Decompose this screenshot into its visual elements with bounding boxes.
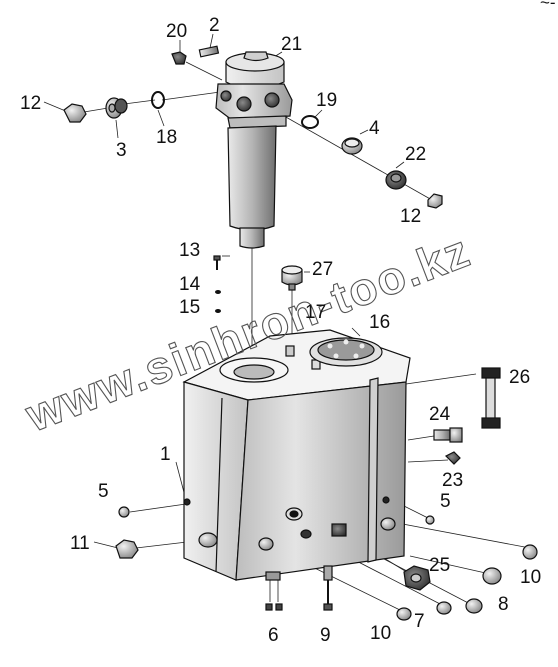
label-part-1: 1 [160,444,171,465]
fitting-24 [433,427,463,443]
label-part-24: 24 [429,404,451,425]
label-part-23: 23 [442,470,463,491]
bolt-9 [323,580,333,611]
fitting-25 [403,565,431,591]
label-part-25: 25 [429,555,450,576]
cap-4 [341,137,363,155]
label-part-2: 2 [209,15,220,36]
label-part-22: 22 [405,144,426,165]
label-part-12-left: 12 [20,93,41,114]
label-part-27: 27 [312,259,333,280]
label-part-5-right: 5 [440,491,451,512]
fitting-22 [385,170,407,190]
breather-27 [281,265,303,291]
label-part-9: 9 [320,625,331,646]
level-gauge-26 [481,367,501,429]
cap-8-a [482,567,502,585]
plug-11 [115,539,139,559]
label-part-17: 17 [305,302,326,323]
washer-15 [215,309,221,313]
fitting-23 [444,451,461,465]
label-part-10-bottom: 10 [370,623,391,644]
label-part-11: 11 [70,533,90,554]
corner-mark: ~- [540,0,556,12]
cap-8-b [465,598,483,614]
label-part-26: 26 [509,367,530,388]
cap-7 [436,601,452,615]
label-part-14: 14 [179,274,201,295]
bolt-13 [213,255,221,270]
label-part-3: 3 [116,140,127,161]
o-ring-18 [151,91,165,109]
plug-12-right [427,193,443,209]
cap-10-right [522,544,538,560]
label-part-7: 7 [414,611,425,632]
plug-12-left [63,103,87,123]
label-part-8: 8 [498,594,509,615]
label-part-20: 20 [166,21,187,42]
label-part-10-right: 10 [520,567,541,588]
label-part-13: 13 [179,240,200,261]
plug-5-right [425,515,435,525]
plug-5-left [118,506,130,518]
pin-2 [198,45,220,58]
label-part-6: 6 [268,625,279,646]
label-part-5-left: 5 [98,481,109,502]
label-part-21: 21 [281,34,302,55]
label-part-15: 15 [179,297,200,318]
cap-10-bottom [396,607,412,621]
o-ring-19 [301,115,319,129]
fitting-3 [105,97,128,119]
label-part-19: 19 [316,90,337,111]
label-part-12-right: 12 [400,206,421,227]
part-labels: 20 2 21 12 3 18 19 4 22 12 13 27 14 15 1… [20,15,541,646]
filter-housing [215,51,293,249]
label-part-16: 16 [369,312,390,333]
label-part-4: 4 [369,118,380,139]
bolts-6 [265,603,283,611]
washer-14 [215,290,221,294]
hydraulic-tank [182,329,411,581]
plug-20 [171,51,187,65]
label-part-18: 18 [156,127,177,148]
